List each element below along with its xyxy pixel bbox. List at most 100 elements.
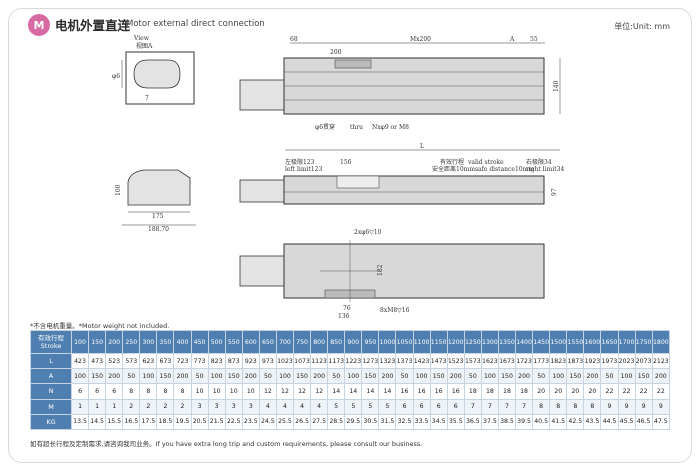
table-cell: 100 <box>412 368 431 385</box>
table-cell: 100 <box>549 368 568 385</box>
table-cell: 1 <box>70 398 90 415</box>
stroke-value: 450 <box>190 330 209 354</box>
table-cell: 35.5 <box>446 413 465 430</box>
table-cell: 6 <box>429 398 448 415</box>
stroke-value: 1150 <box>429 330 448 354</box>
table-cell: 1323 <box>378 352 397 370</box>
stroke-value: 900 <box>344 330 363 354</box>
stroke-value: 850 <box>327 330 346 354</box>
table-cell: 37.5 <box>480 413 499 430</box>
table-cell: 1073 <box>293 352 312 370</box>
table-cell: 200 <box>241 368 260 385</box>
table-cell: 200 <box>310 368 329 385</box>
table-cell: 7 <box>515 398 534 415</box>
footer-note: 如有超长行程及定制需求,请咨询我司业务。If you have extra lo… <box>30 440 423 448</box>
table-cell: 873 <box>224 352 243 370</box>
table-cell: 28.5 <box>327 413 346 430</box>
table-cell: 29.5 <box>344 413 363 430</box>
table-cell: 1173 <box>327 352 346 370</box>
dim-140: 140 <box>553 80 560 92</box>
table-cell: 473 <box>88 352 107 370</box>
table-cell: 32.5 <box>395 413 414 430</box>
dim-68: 68 <box>290 36 298 43</box>
table-cell: 200 <box>105 368 124 385</box>
dim-phi6-view: φ6 <box>112 73 120 80</box>
stroke-value: 1350 <box>497 330 517 354</box>
table-cell: 8 <box>549 398 568 415</box>
table-cell: 1773 <box>532 352 551 370</box>
table-cell: 150 <box>497 368 517 385</box>
safety-en: safe distance10mm <box>475 166 534 173</box>
table-cell: 5 <box>378 398 397 415</box>
dim-a: A <box>509 36 515 43</box>
table-cell: 50 <box>190 368 209 385</box>
stroke-value: 1800 <box>651 330 671 354</box>
stroke-value: 600 <box>241 330 260 354</box>
table-cell: 1123 <box>310 352 329 370</box>
row-label: N <box>30 383 72 400</box>
table-cell: 7 <box>497 398 517 415</box>
table-cell: 150 <box>224 368 243 385</box>
stroke-value: 1500 <box>549 330 568 354</box>
dim-2xphi6: 2xφ6▽10 <box>354 229 382 236</box>
table-cell: 36.5 <box>463 413 482 430</box>
table-cell: 100 <box>207 368 226 385</box>
table-cell: 12 <box>310 383 329 400</box>
stroke-value: 200 <box>105 330 124 354</box>
table-cell: 16 <box>412 383 431 400</box>
table-cell: 22.5 <box>224 413 243 430</box>
table-cell: 1273 <box>361 352 380 370</box>
table-cell: 18 <box>463 383 482 400</box>
table-cell: 33.5 <box>412 413 431 430</box>
table-cell: 1623 <box>480 352 499 370</box>
left-limit-en: left limit123 <box>285 166 323 173</box>
table-cell: 14.5 <box>88 413 107 430</box>
table-cell: 50 <box>122 368 141 385</box>
table-cell: 18 <box>480 383 499 400</box>
table-cell: 150 <box>566 368 585 385</box>
stroke-value: 100 <box>70 330 90 354</box>
table-cell: 22 <box>651 383 671 400</box>
table-cell: 973 <box>258 352 277 370</box>
table-cell: 15.5 <box>105 413 124 430</box>
table-cell: 34.5 <box>429 413 448 430</box>
stroke-value: 150 <box>88 330 107 354</box>
table-cell: 423 <box>70 352 90 370</box>
table-cell: 3 <box>241 398 260 415</box>
stroke-value: 650 <box>258 330 277 354</box>
table-cell: 100 <box>275 368 295 385</box>
stroke-value: 1700 <box>617 330 636 354</box>
stroke-value: 750 <box>293 330 312 354</box>
table-cell: 23.5 <box>241 413 260 430</box>
table-cell: 2073 <box>634 352 653 370</box>
table-cell: 150 <box>293 368 312 385</box>
dim-thru-en: thru <box>350 124 363 131</box>
table-cell: 14 <box>361 383 380 400</box>
table-cell: 50 <box>600 368 619 385</box>
table-cell: 8 <box>122 383 141 400</box>
stroke-value: 550 <box>224 330 243 354</box>
table-cell: 100 <box>70 368 90 385</box>
table-cell: 200 <box>378 368 397 385</box>
table-cell: 13.5 <box>70 413 90 430</box>
table-cell: 18 <box>515 383 534 400</box>
table-cell: 1473 <box>429 352 448 370</box>
table-cell: 4 <box>275 398 295 415</box>
table-cell: 6 <box>105 383 124 400</box>
dim-182: 182 <box>377 264 384 276</box>
table-cell: 1423 <box>412 352 431 370</box>
table-cell: 5 <box>361 398 380 415</box>
table-cell: 16 <box>446 383 465 400</box>
dim-76: 76 <box>343 305 351 312</box>
table-cell: 2123 <box>651 352 671 370</box>
table-cell: 6 <box>412 398 431 415</box>
table-cell: 773 <box>190 352 209 370</box>
stroke-value: 800 <box>310 330 329 354</box>
weight-note: *不含电机重量。*Motor weight not included. <box>30 322 170 330</box>
stroke-value: 250 <box>122 330 141 354</box>
stroke-header: 有效行程 Stroke <box>30 330 72 354</box>
table-cell: 19.5 <box>173 413 192 430</box>
table-cell: 2 <box>139 398 158 415</box>
table-cell: 573 <box>122 352 141 370</box>
table-cell: 25.5 <box>275 413 295 430</box>
